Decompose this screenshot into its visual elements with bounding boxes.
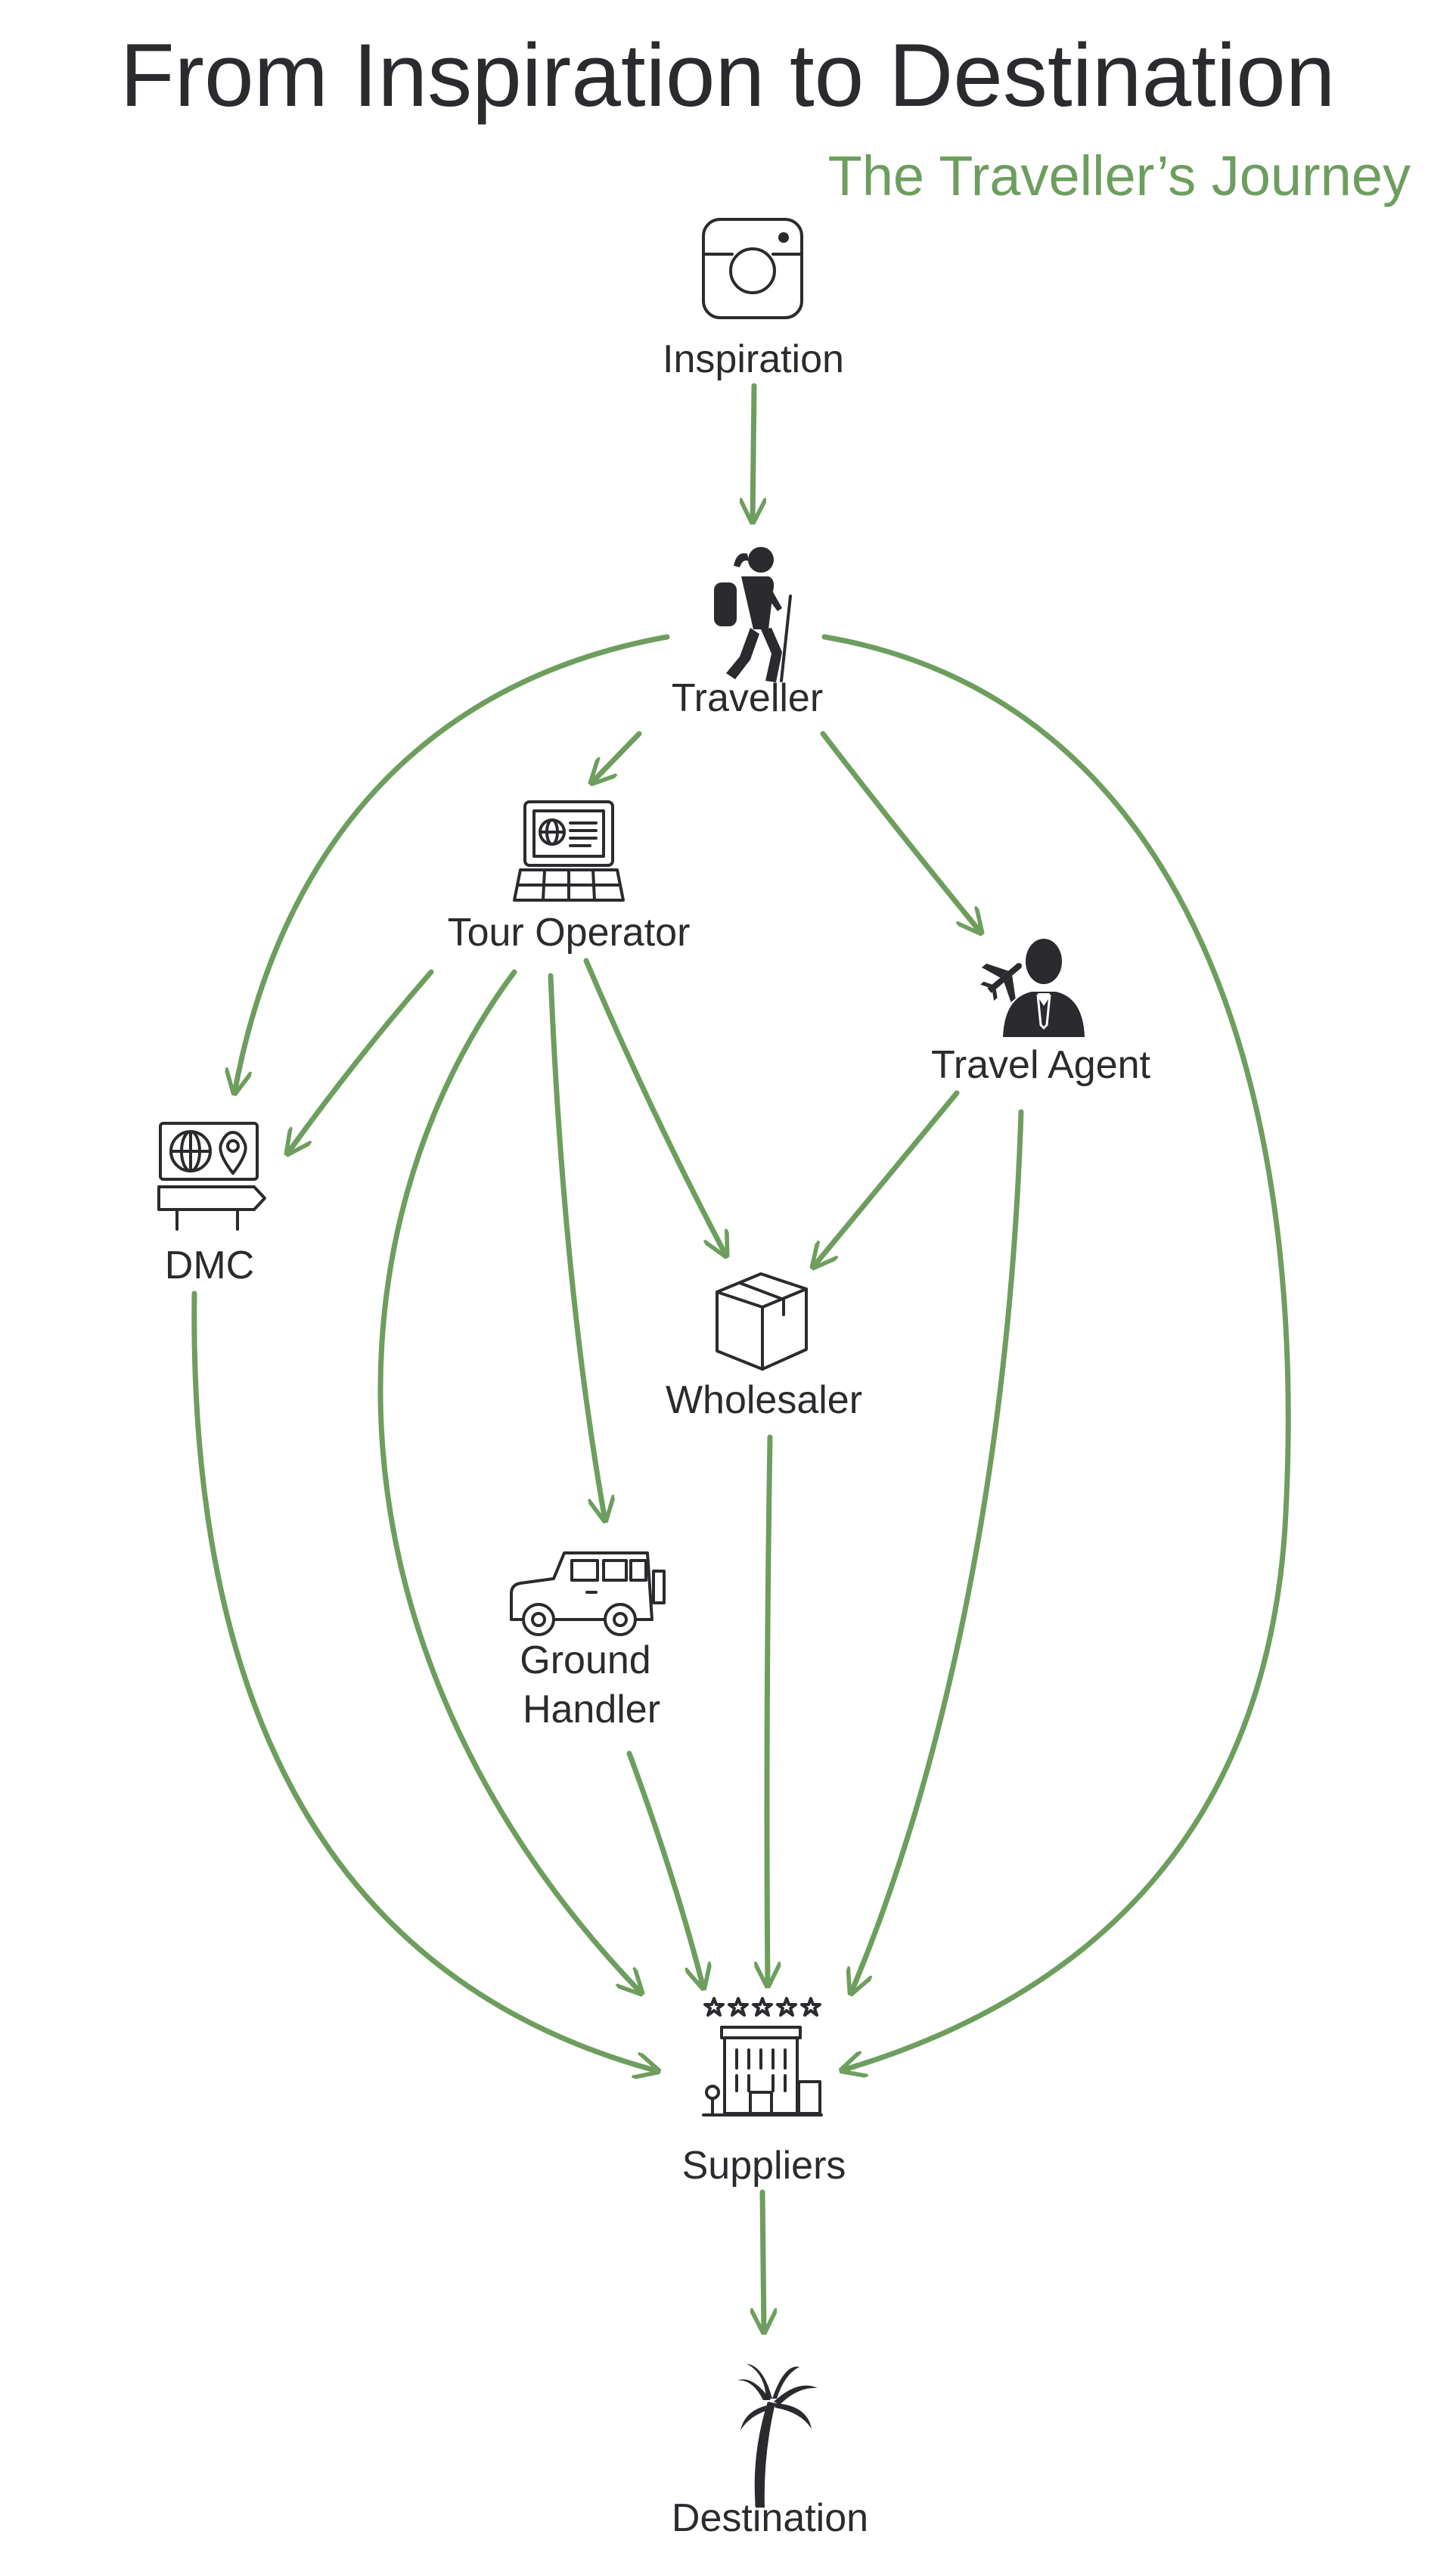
edge-traveller-travel-agent — [820, 731, 981, 933]
palm-tree-icon — [737, 2364, 818, 2508]
edge-tour-operator-ground-handler — [548, 973, 605, 1520]
edge-suppliers-destination — [762, 2189, 764, 2332]
edge-traveller-tour-operator — [591, 731, 642, 783]
node-label: Suppliers — [682, 2144, 846, 2188]
node-inspiration: Inspiration — [663, 218, 844, 381]
node-dmc: DMC — [157, 1122, 266, 1287]
node-suppliers: Suppliers — [682, 1997, 846, 2188]
box-icon — [716, 1272, 808, 1371]
edge-tour-operator-wholesaler — [583, 958, 726, 1256]
node-wholesaler: Wholesaler — [666, 1272, 862, 1422]
hiker-icon — [714, 547, 792, 682]
page-title: From Inspiration to Destination — [120, 26, 1336, 126]
node-label: Ground — [520, 1638, 650, 1682]
node-label: Inspiration — [663, 337, 844, 381]
edge-inspiration-traveller — [753, 383, 754, 522]
edge-travel-agent-wholesaler — [813, 1090, 960, 1267]
page-subtitle: The Traveller’s Journey — [828, 144, 1411, 207]
node-label: Destination — [672, 2496, 868, 2540]
node-label: Wholesaler — [666, 1378, 862, 1422]
edge-dmc-suppliers — [191, 1290, 658, 2071]
edge-tour-operator-suppliers — [377, 969, 641, 1993]
instagram-camera-icon — [702, 218, 803, 319]
edges — [191, 383, 1291, 2332]
edge-traveller-dmc — [234, 634, 670, 1093]
node-travel-agent: Travel Agent — [931, 939, 1151, 1087]
five-star-hotel-icon — [702, 1997, 823, 2116]
node-label: Tour Operator — [448, 911, 691, 955]
laptop-icon — [513, 800, 625, 902]
node-label: DMC — [165, 1244, 254, 1287]
edge-wholesaler-suppliers — [767, 1434, 770, 1986]
star-rating-icon — [703, 1997, 821, 2017]
edge-tour-operator-dmc — [287, 969, 434, 1154]
edge-ground-handler-suppliers — [626, 1750, 703, 1988]
node-label: Travel Agent — [931, 1043, 1151, 1087]
edge-travel-agent-suppliers — [851, 1109, 1024, 1993]
node-label: Handler — [523, 1688, 660, 1731]
jeep-icon — [510, 1551, 666, 1636]
agent-with-plane-icon — [980, 939, 1085, 1037]
node-label: Traveller — [672, 676, 823, 720]
edge-traveller-suppliers — [821, 634, 1291, 2070]
node-traveller: Traveller — [672, 547, 823, 720]
node-tour-operator: Tour Operator — [448, 800, 691, 955]
node-destination: Destination — [672, 2364, 868, 2540]
billboard-map-icon — [157, 1122, 266, 1231]
node-ground-handler: Ground Handler — [510, 1551, 666, 1731]
